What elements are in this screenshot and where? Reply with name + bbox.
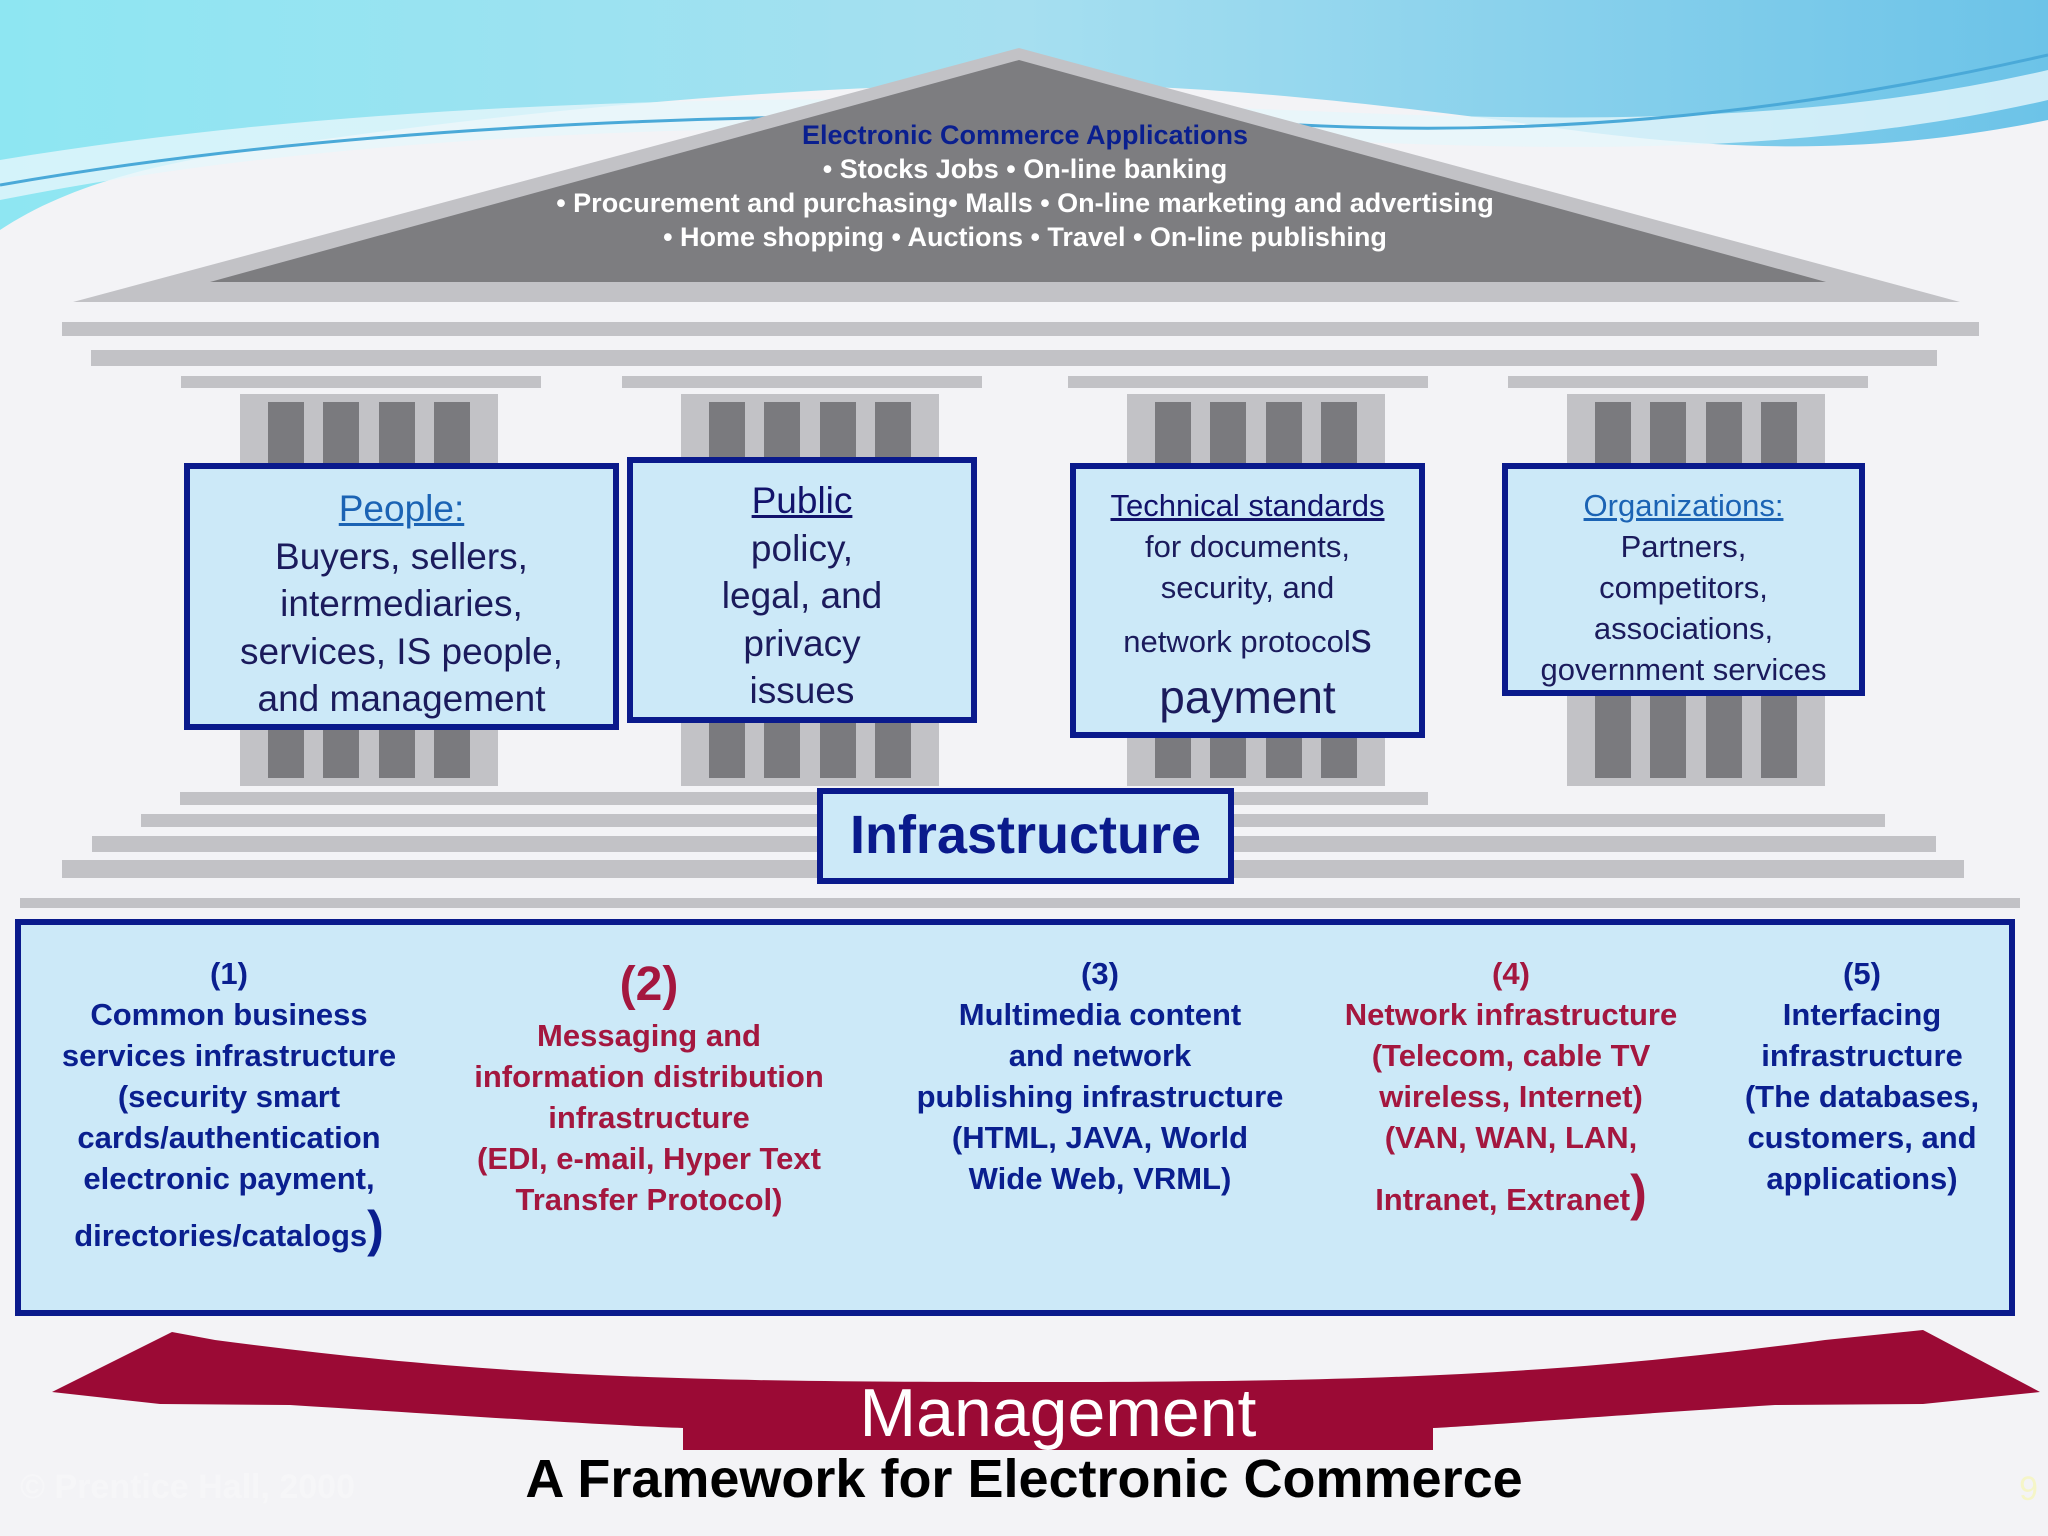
pillar-people-line: services, IS people, bbox=[240, 630, 563, 672]
base-item-line: (VAN, WAN, LAN, bbox=[1384, 1120, 1638, 1155]
base-item-line: Multimedia content bbox=[958, 997, 1242, 1032]
base-item-line: Messaging and bbox=[537, 1018, 761, 1053]
base-item-1: (1) Common business services infrastruct… bbox=[30, 953, 428, 1266]
pillar-technical-line: security, and bbox=[1160, 570, 1335, 605]
base-item-line: Network infrastructure bbox=[1344, 997, 1678, 1032]
pillar-technical-line: for documents, bbox=[1144, 529, 1351, 564]
base-item-line: services infrastructure bbox=[61, 1038, 397, 1073]
base-item-line: (HTML, JAVA, World bbox=[951, 1120, 1249, 1155]
base-item-text: directories/catalogs bbox=[74, 1218, 368, 1253]
base-item-line: and network bbox=[1008, 1038, 1192, 1073]
base-item-line: cards/authentication bbox=[77, 1120, 381, 1155]
pillar-organizations-line: competitors, bbox=[1599, 570, 1768, 605]
base-item-line: applications) bbox=[1766, 1161, 1958, 1196]
pillar-technical-payment: payment bbox=[1159, 671, 1336, 723]
pillar-technical-standards: Technical standards for documents, secur… bbox=[1070, 463, 1425, 738]
base-item-line: infrastructure bbox=[1761, 1038, 1963, 1073]
step-1 bbox=[180, 792, 1428, 805]
base-item-line: Intranet, Extranet) bbox=[1320, 1158, 1702, 1235]
pillar-organizations-heading: Organizations: bbox=[1583, 488, 1784, 523]
base-item-paren: ) bbox=[1630, 1165, 1647, 1221]
base-item-number: (4) bbox=[1492, 956, 1530, 991]
base-item-line: information distribution bbox=[474, 1059, 824, 1094]
slide-number: 9 bbox=[2019, 1470, 2038, 1508]
pillar-people: People: Buyers, sellers, intermediaries,… bbox=[184, 463, 619, 730]
management-label: Management bbox=[859, 1375, 1257, 1451]
base-item-line: Common business bbox=[90, 997, 368, 1032]
infrastructure-label: Infrastructure bbox=[817, 788, 1234, 884]
pillar-organizations-line: associations, bbox=[1593, 611, 1774, 646]
roof-bar-2 bbox=[91, 350, 1937, 366]
pillar-public-heading: Public bbox=[751, 480, 853, 521]
roof-title: Electronic Commerce Applications bbox=[801, 120, 1249, 150]
roof-text-block: Electronic Commerce Applications • Stock… bbox=[400, 118, 1650, 254]
base-item-5: (5) Interfacing infrastructure (The data… bbox=[1712, 953, 2012, 1199]
base-item-2: (2) Messaging and information distributi… bbox=[440, 955, 858, 1220]
roof-bar-1 bbox=[62, 322, 1979, 336]
column-cap-3 bbox=[1068, 376, 1428, 388]
base-item-4: (4) Network infrastructure (Telecom, cab… bbox=[1320, 953, 1702, 1235]
base-item-line: Transfer Protocol) bbox=[515, 1182, 783, 1217]
pillar-people-line: Buyers, sellers, bbox=[275, 535, 528, 577]
pillar-technical-heading: Technical standards bbox=[1110, 488, 1385, 523]
roof-line-3: • Home shopping • Auctions • Travel • On… bbox=[663, 222, 1387, 252]
pillar-technical-protocol: network protocol bbox=[1123, 624, 1351, 659]
base-item-number: (3) bbox=[1081, 956, 1119, 991]
base-item-line: Interfacing bbox=[1782, 997, 1942, 1032]
pillar-organizations-line: government services bbox=[1540, 652, 1827, 687]
step-5 bbox=[20, 898, 2020, 908]
pillar-technical-line: network protocols bbox=[1076, 608, 1419, 672]
column-cap-1 bbox=[181, 376, 541, 388]
base-item-line: (Telecom, cable TV bbox=[1371, 1038, 1651, 1073]
pillar-public-line: privacy bbox=[743, 622, 861, 664]
pillar-organizations: Organizations: Partners, competitors, as… bbox=[1502, 463, 1865, 696]
base-item-text: Intranet, Extranet bbox=[1375, 1182, 1631, 1217]
base-item-line: wireless, Internet) bbox=[1379, 1079, 1643, 1114]
base-item-number: (2) bbox=[619, 958, 679, 1011]
base-item-line: (EDI, e-mail, Hyper Text bbox=[477, 1141, 821, 1176]
pillar-people-line: intermediaries, bbox=[280, 583, 523, 624]
base-item-number: (5) bbox=[1843, 956, 1881, 991]
pillar-people-heading: People: bbox=[338, 488, 465, 529]
pillar-public-policy: Public policy, legal, and privacy issues bbox=[627, 457, 977, 723]
base-item-line: customers, and bbox=[1747, 1120, 1977, 1155]
roof-line-1: • Stocks Jobs • On-line banking bbox=[822, 154, 1228, 184]
pillar-organizations-line: Partners, bbox=[1620, 529, 1747, 564]
management-arrow bbox=[52, 1330, 2040, 1450]
base-item-line: publishing infrastructure bbox=[916, 1079, 1284, 1114]
pillar-people-line: and management bbox=[257, 678, 546, 719]
base-item-line: directories/catalogs) bbox=[30, 1199, 428, 1266]
base-item-paren: ) bbox=[367, 1201, 384, 1257]
base-item-number: (1) bbox=[210, 956, 248, 991]
slide-title: A Framework for Electronic Commerce bbox=[525, 1449, 1523, 1509]
base-item-line: (security smart bbox=[117, 1079, 341, 1114]
column-cap-2 bbox=[622, 376, 982, 388]
column-cap-4 bbox=[1508, 376, 1868, 388]
sky-swoosh bbox=[0, 0, 2048, 230]
infrastructure-base bbox=[15, 919, 2015, 1316]
copyright-text: © Prentice Hall, 2000 bbox=[20, 1468, 356, 1506]
roof-inner bbox=[210, 60, 1826, 282]
base-item-line: infrastructure bbox=[548, 1100, 750, 1135]
base-item-3: (3) Multimedia content and network publi… bbox=[880, 953, 1320, 1199]
pillar-public-line: policy, bbox=[750, 527, 854, 569]
base-item-line: (The databases, bbox=[1744, 1079, 1980, 1114]
pillar-public-line: issues bbox=[749, 670, 855, 711]
base-item-line: electronic payment, bbox=[83, 1161, 375, 1196]
pillar-technical-suffix: s bbox=[1350, 614, 1372, 661]
roof-line-2: • Procurement and purchasing• Malls • On… bbox=[556, 188, 1494, 218]
base-item-line: Wide Web, VRML) bbox=[968, 1161, 1232, 1196]
pillar-public-line: legal, and bbox=[721, 575, 883, 616]
